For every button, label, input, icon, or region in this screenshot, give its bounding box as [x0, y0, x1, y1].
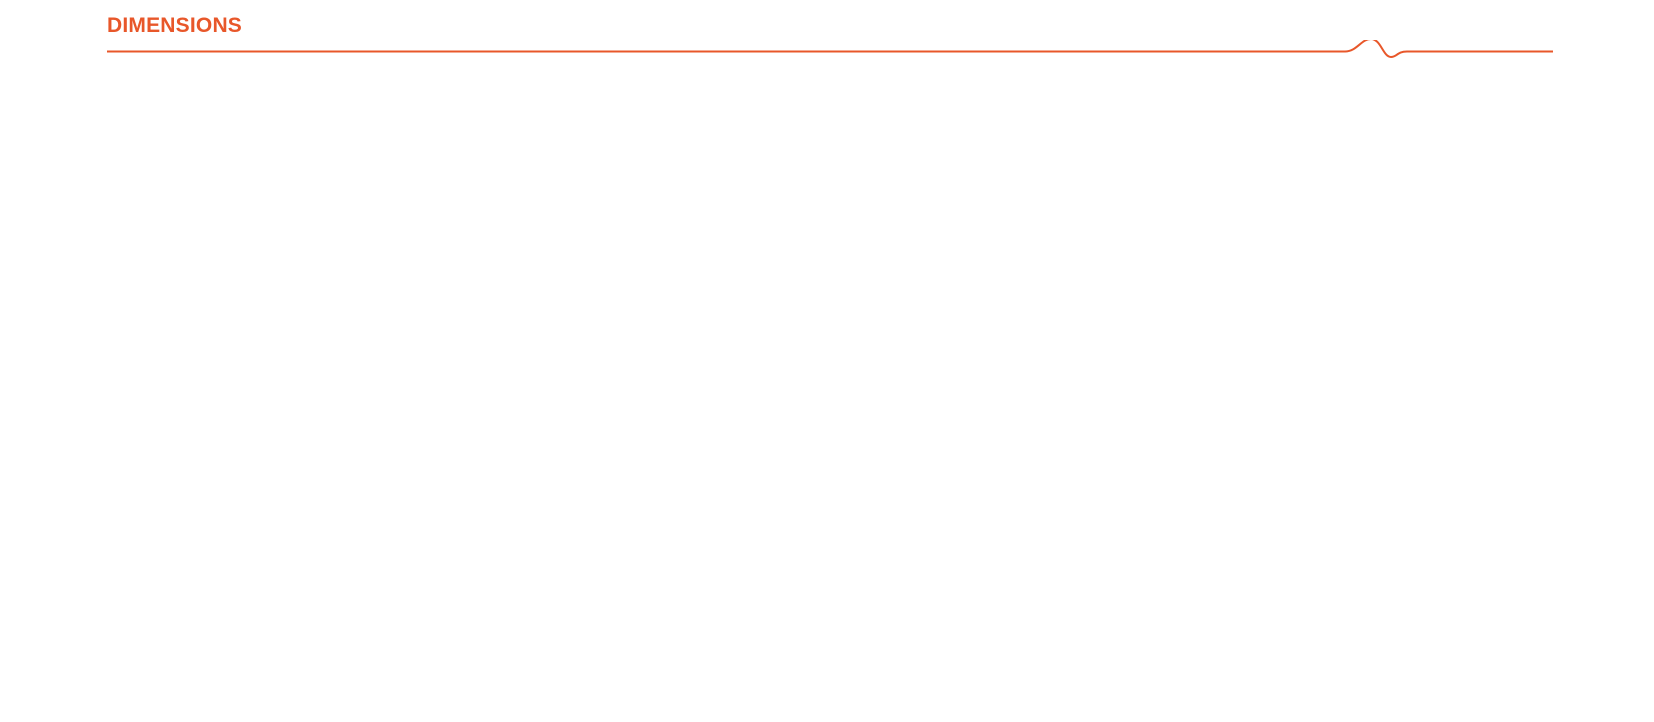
wave-divider-icon	[107, 40, 1553, 59]
section-header: DIMENSIONS	[107, 12, 1553, 62]
divider-line	[107, 40, 1553, 59]
section-title: DIMENSIONS	[107, 14, 243, 37]
